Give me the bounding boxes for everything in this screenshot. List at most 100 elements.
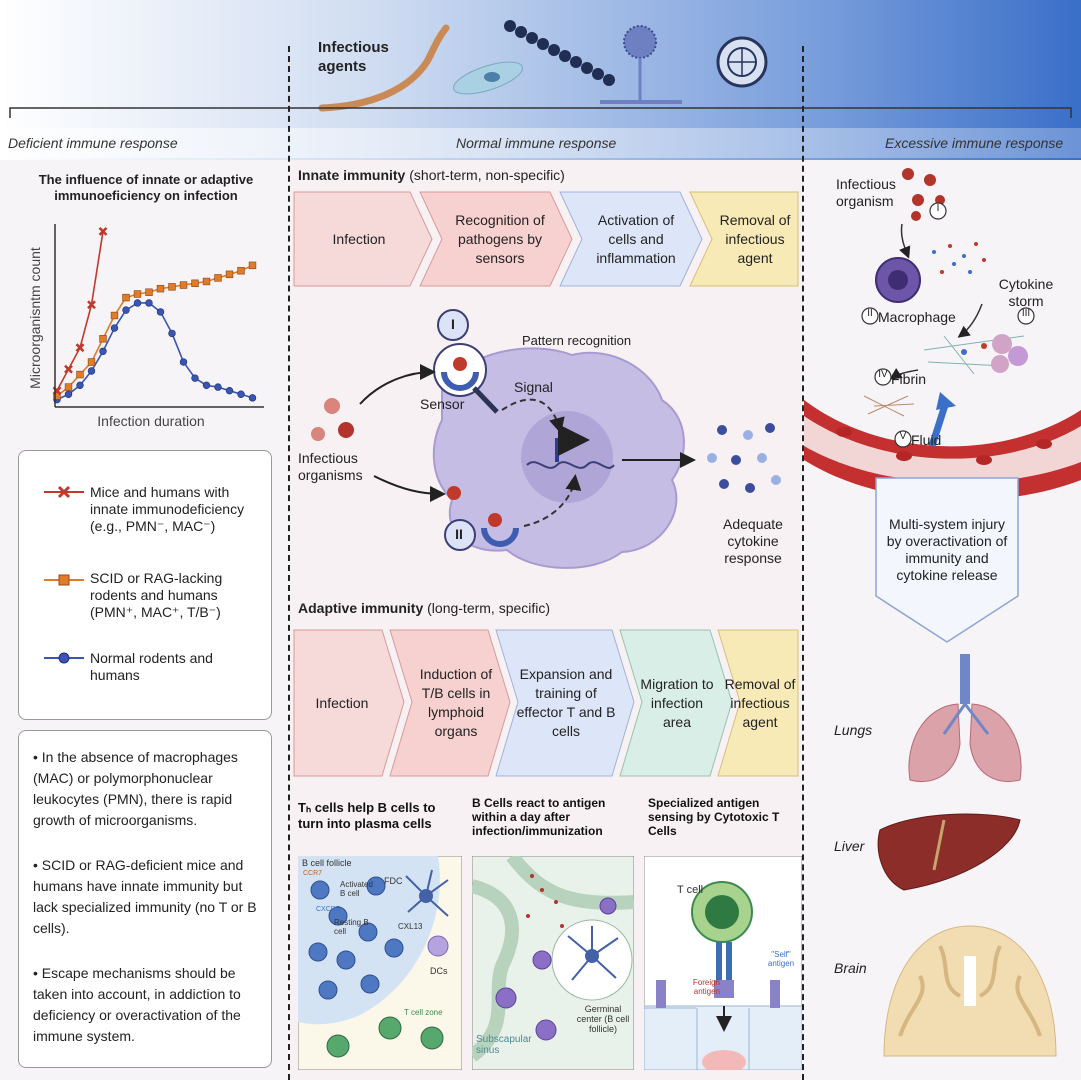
data-point-scid: [145, 288, 153, 296]
sensor-label: Sensor: [420, 396, 465, 412]
panel-1-label-tzone: T cell zone: [404, 1008, 443, 1017]
data-point-normal: [156, 308, 165, 316]
note-3: • Escape mechanisms should be taken into…: [33, 965, 241, 1044]
adaptive-step-migration: Migration to infection area: [640, 675, 714, 730]
chart-title: The influence of innate or adaptive immu…: [38, 172, 254, 203]
panel-1-label-activated: Activated B cell: [340, 880, 373, 898]
marker-1-label: I: [451, 316, 455, 332]
fibrin-label: Fibrin: [891, 371, 927, 387]
legend-label-innate: Mice and humans with innate immunodefici…: [90, 484, 245, 534]
data-point-scid: [202, 277, 211, 286]
legend-marker-scid: [44, 574, 84, 586]
innate-heading: Innate immunity (short-term, non-specifi…: [298, 167, 565, 183]
innate-step-removal: Removal of infectious agent: [719, 211, 791, 266]
adaptive-step-expansion: Expansion and training of effector T and…: [516, 666, 616, 739]
panel-1-label-dcs: DCs: [430, 966, 448, 976]
data-point-normal: [64, 390, 73, 398]
data-point-normal: [225, 386, 234, 395]
fluid-label: Fluid: [911, 432, 942, 448]
deficient-response-label: Deficient immune response: [8, 135, 178, 151]
bacteria-chain-icon: [504, 20, 615, 86]
panel-3-label-foreign: Foreign antigen: [692, 978, 720, 996]
receptor-2-icon: [481, 527, 519, 547]
liver-icon: [877, 813, 1021, 891]
data-point-scid: [156, 284, 165, 293]
signal-label: Signal: [514, 379, 553, 395]
legend-label-scid: SCID or RAG-lacking rodents and humans (…: [90, 570, 223, 620]
pattern-recognition-label: Pattern recognition: [522, 333, 632, 348]
brain-icon: [883, 925, 1057, 1057]
data-point-scid: [122, 293, 130, 302]
organ-liver-label: Liver: [834, 838, 865, 854]
marker-2-label: II: [455, 526, 463, 542]
outcome-arrow-box: [875, 477, 1019, 643]
section-band: [0, 128, 1081, 158]
note-2: • SCID or RAG-deficient mice and humans …: [33, 857, 257, 936]
data-point-scid: [179, 281, 188, 289]
innate-recognition-diagram: [311, 309, 781, 569]
nucleus: [521, 411, 613, 503]
receptor-1-icon: [441, 371, 479, 391]
panel-1-illustration: [298, 856, 462, 1070]
normal-response-label: Normal immune response: [456, 135, 617, 151]
organ-brain-label: Brain: [834, 960, 867, 976]
virus-icon: [716, 36, 768, 88]
panel-3-title: Specialized antigen sensing by Cytotoxic…: [648, 796, 780, 838]
data-point-innate: [64, 364, 73, 374]
data-point-scid: [248, 261, 257, 270]
legend-markers: [44, 485, 84, 664]
panel-1-label-cxcr5: CXCR5: [316, 906, 340, 913]
adaptive-heading: Adaptive immunity (long-term, specific): [298, 600, 550, 616]
left-divider: [288, 46, 290, 1080]
data-point-scid: [133, 290, 142, 298]
cytokine-storm-icon: [923, 334, 1028, 375]
data-point-normal: [168, 329, 176, 338]
panel-2-title: B Cells react to antigen within a day af…: [472, 796, 606, 838]
data-point-scid: [110, 311, 119, 320]
panel-3-label-tcell: T cell: [677, 884, 704, 896]
innate-chevrons: [293, 191, 799, 287]
data-point-scid: [237, 267, 245, 275]
data-point-normal: [202, 381, 211, 390]
data-point-scid: [191, 279, 199, 287]
innate-title: Innate immunity: [298, 167, 406, 183]
legend-marker-normal: [44, 652, 84, 664]
step-v: V: [899, 431, 907, 442]
step-ii: II: [867, 308, 873, 319]
infectious-organism-3: [311, 427, 325, 441]
data-point-normal: [76, 381, 84, 390]
cytokine-response-label: Adequate cytokine response: [723, 516, 783, 566]
data-point-normal: [99, 347, 107, 356]
innate-step-recognition: Recognition of pathogens by sensors: [455, 211, 545, 266]
data-point-innate: [75, 343, 85, 353]
innate-subtitle: (short-term, non-specific): [405, 167, 565, 183]
series-line-normal: [56, 302, 253, 401]
data-point-normal: [110, 324, 119, 332]
data-point-scid: [225, 270, 234, 279]
data-point-normal: [133, 299, 142, 307]
organ-lungs-label: Lungs: [834, 722, 873, 738]
x-axis-label: Infection duration: [97, 413, 204, 429]
excessive-response-label: Excessive immune response: [885, 135, 1064, 151]
y-axis-label: Microorganisntm count: [27, 247, 43, 389]
panel-2-illustration: [472, 856, 634, 1070]
fdc-icon-2: [567, 926, 619, 981]
infectious-organism-label: Infectious organism: [836, 176, 896, 209]
data-point-scid: [76, 370, 84, 379]
panel-1-label-follicle: B cell follicle: [302, 858, 352, 868]
infectious-agents-title: Infectious agents: [318, 39, 389, 75]
receptor-2-pathogen-b: [488, 513, 502, 527]
cytokine-storm-label: Cytokine storm: [998, 276, 1054, 309]
step-iv: IV: [878, 369, 888, 380]
legend-marker-innate: [44, 485, 84, 499]
infectious-organism-2: [338, 422, 354, 438]
fdc-icon: [405, 869, 449, 917]
data-point-normal: [87, 367, 96, 375]
marker-1: [437, 309, 469, 341]
panel-1-label-cxl13: CXL13: [398, 922, 423, 931]
adaptive-step-removal: Removal of infectious agent: [724, 675, 796, 730]
panel-2-label-germinal: Germinal center (B cell follicle): [576, 1004, 630, 1034]
step-i: I: [936, 203, 940, 214]
panel-1-label-fdc: FDC: [384, 876, 403, 886]
data-point-scid: [87, 358, 96, 366]
